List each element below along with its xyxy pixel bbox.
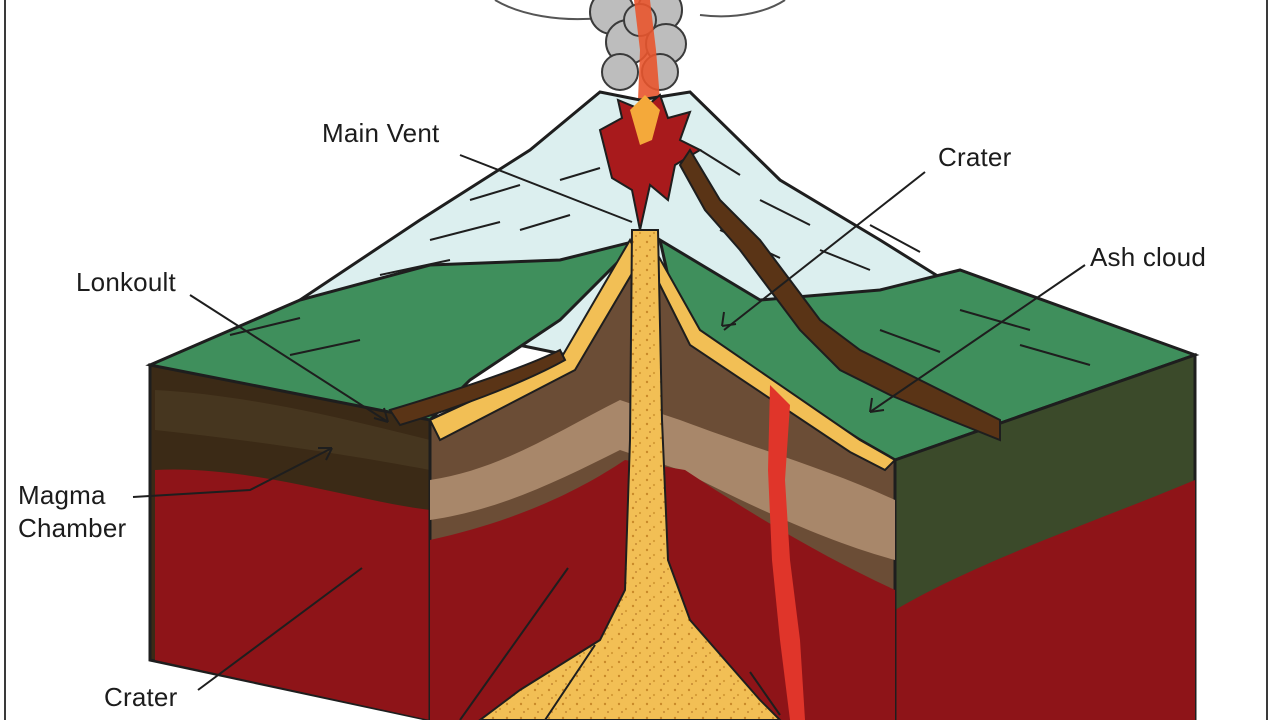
lava-flow-left [388,348,567,427]
label-magma-line1: Magma [18,480,106,510]
lava-jet [634,0,660,100]
label-crater-top: Crater [938,142,1012,172]
main-conduit [478,229,782,720]
crater-glow [630,95,660,145]
label-crater-bottom: Crater [104,682,178,712]
right-magma-layer [895,480,1195,720]
label-ash-cloud: Ash cloud [1090,242,1206,272]
label-magma-line2: Chamber [18,513,127,543]
steam-wisps [494,0,786,21]
right-frame-border [1266,0,1268,720]
label-main-vent: Main Vent [322,118,440,148]
yellow-rim-right [648,247,897,472]
label-lonkoult: Lonkoult [76,267,176,297]
left-frame-border [4,0,6,720]
left-soil-band [155,390,430,470]
red-dike [768,385,805,720]
leader-lines [132,154,1086,720]
left-magma-layer [155,469,430,720]
cross-section-tan-band [430,400,895,560]
lava-flow-surface [678,148,1001,442]
